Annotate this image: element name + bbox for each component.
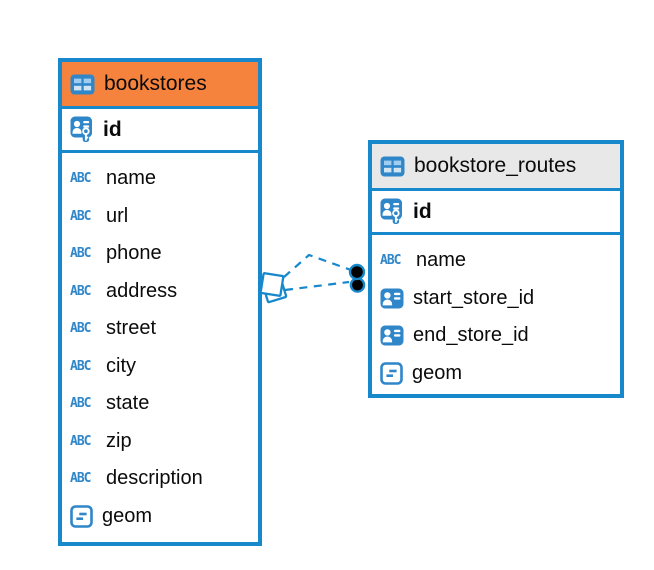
column-row-end-store-id[interactable]: end_store_id <box>372 317 620 355</box>
column-row-geom[interactable]: geom <box>372 355 620 393</box>
text-type-icon: ABC <box>70 171 91 187</box>
primary-key-icon <box>70 116 92 142</box>
column-label: name <box>106 167 157 190</box>
column-row-geom[interactable]: geom <box>62 498 258 536</box>
column-row-address[interactable]: ABC address <box>62 273 258 311</box>
column-label: url <box>106 204 129 227</box>
column-row-city[interactable]: ABC city <box>62 348 258 386</box>
column-label: address <box>106 279 178 302</box>
text-type-icon: ABC <box>70 471 91 487</box>
column-label: name <box>416 249 467 272</box>
entity-bookstore-routes[interactable]: bookstore_routes id ABC name <box>368 140 624 398</box>
column-label: geom <box>102 504 153 527</box>
column-label: state <box>106 392 150 415</box>
text-type-icon: ABC <box>70 396 91 412</box>
relationship-target-dot-1 <box>348 263 366 281</box>
reference-id-icon <box>380 288 404 309</box>
column-row-url[interactable]: ABC url <box>62 198 258 236</box>
primary-key-icon <box>380 198 402 224</box>
column-label: end_store_id <box>413 324 529 347</box>
column-row-start-store-id[interactable]: start_store_id <box>372 280 620 318</box>
pk-column-label: id <box>413 199 432 223</box>
column-label: geom <box>412 361 463 384</box>
text-type-icon: ABC <box>70 358 91 374</box>
relationship-target-dot-2 <box>349 277 366 293</box>
entity-header-bookstore-routes[interactable]: bookstore_routes <box>372 144 620 191</box>
column-row-zip[interactable]: ABC zip <box>62 423 258 461</box>
pk-row-routes-id[interactable]: id <box>372 191 620 235</box>
pk-column-label: id <box>103 117 122 141</box>
text-type-icon: ABC <box>70 283 91 299</box>
column-list-routes: ABC name start_store_id end_store_id <box>372 235 620 392</box>
geometry-type-icon <box>70 504 93 528</box>
relationship-source-marker-back <box>261 277 288 304</box>
reference-id-icon <box>380 325 404 346</box>
column-list-bookstores: ABC name ABC url ABC phone ABC address A… <box>62 153 258 535</box>
entity-header-bookstores[interactable]: bookstores <box>62 62 258 109</box>
column-label: street <box>106 317 157 340</box>
column-row-name[interactable]: ABC name <box>372 242 620 280</box>
text-type-icon: ABC <box>70 321 91 337</box>
column-label: phone <box>106 242 162 265</box>
column-row-description[interactable]: ABC description <box>62 460 258 498</box>
column-label: description <box>106 467 203 490</box>
text-type-icon: ABC <box>70 208 91 224</box>
relationship-line-2[interactable] <box>284 280 350 292</box>
geometry-type-icon <box>380 361 403 385</box>
text-type-icon: ABC <box>70 246 91 262</box>
table-title: bookstore_routes <box>414 154 577 177</box>
table-icon <box>70 74 95 94</box>
pk-row-bookstores-id[interactable]: id <box>62 109 258 153</box>
text-type-icon: ABC <box>380 253 401 269</box>
column-label: zip <box>106 429 132 452</box>
column-row-name[interactable]: ABC name <box>62 160 258 198</box>
column-row-phone[interactable]: ABC phone <box>62 235 258 273</box>
relationship-line-1[interactable] <box>283 253 352 278</box>
column-row-street[interactable]: ABC street <box>62 310 258 348</box>
column-label: city <box>106 354 136 377</box>
table-title: bookstores <box>104 72 207 95</box>
relationship-source-marker-front <box>259 272 285 297</box>
text-type-icon: ABC <box>70 433 91 449</box>
entity-bookstores[interactable]: bookstores id ABC name ABC url ABC phone <box>58 58 262 546</box>
column-row-state[interactable]: ABC state <box>62 385 258 423</box>
column-label: start_store_id <box>413 286 535 309</box>
table-icon <box>380 156 405 176</box>
